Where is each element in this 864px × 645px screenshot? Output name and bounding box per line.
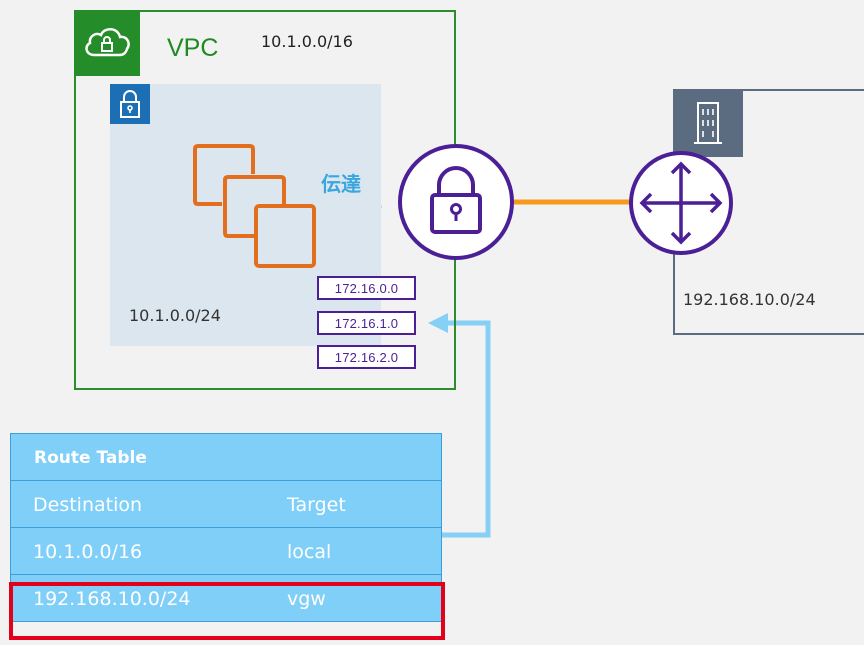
router-arrows-icon xyxy=(629,151,733,255)
route-destination: 192.168.10.0/24 xyxy=(33,588,191,610)
route-table-header-row: Destination Target xyxy=(10,480,442,528)
vpc-label: VPC xyxy=(167,34,219,62)
subnet-cidr: 10.1.0.0/24 xyxy=(129,306,221,325)
route-table-title-row: Route Table xyxy=(10,433,442,481)
ec2-instances-icon xyxy=(193,144,316,268)
datacenter-badge xyxy=(673,89,743,157)
route-target: vgw xyxy=(287,588,326,610)
corporate-datacenter-building-icon xyxy=(694,102,722,144)
propagated-route-chip: 172.16.1.0 xyxy=(317,311,416,335)
onprem-cidr: 192.168.10.0/24 xyxy=(683,290,816,309)
private-subnet xyxy=(110,84,381,346)
vpn-gateway-lock-icon xyxy=(398,144,514,260)
propagation-label: 伝達 xyxy=(321,172,361,196)
route-destination: 10.1.0.0/16 xyxy=(33,541,143,563)
route-reference-arrow xyxy=(428,313,491,538)
propagated-route-chip: 172.16.2.0 xyxy=(317,345,416,369)
route-target: local xyxy=(287,541,332,563)
destination-header: Destination xyxy=(33,494,143,516)
subnet-badge xyxy=(110,84,150,124)
propagated-route-chip: 172.16.0.0 xyxy=(317,276,416,300)
target-header: Target xyxy=(287,494,346,516)
vpc-cidr: 10.1.0.0/16 xyxy=(261,32,353,51)
private-subnet-lock-icon xyxy=(120,90,140,118)
vpc-cloud-lock-icon xyxy=(85,28,130,57)
route-table-row: 10.1.0.0/16 local xyxy=(10,527,442,575)
route-table-title: Route Table xyxy=(34,448,147,468)
highlighted-route-outline xyxy=(9,582,445,640)
vpc-badge xyxy=(74,10,140,76)
